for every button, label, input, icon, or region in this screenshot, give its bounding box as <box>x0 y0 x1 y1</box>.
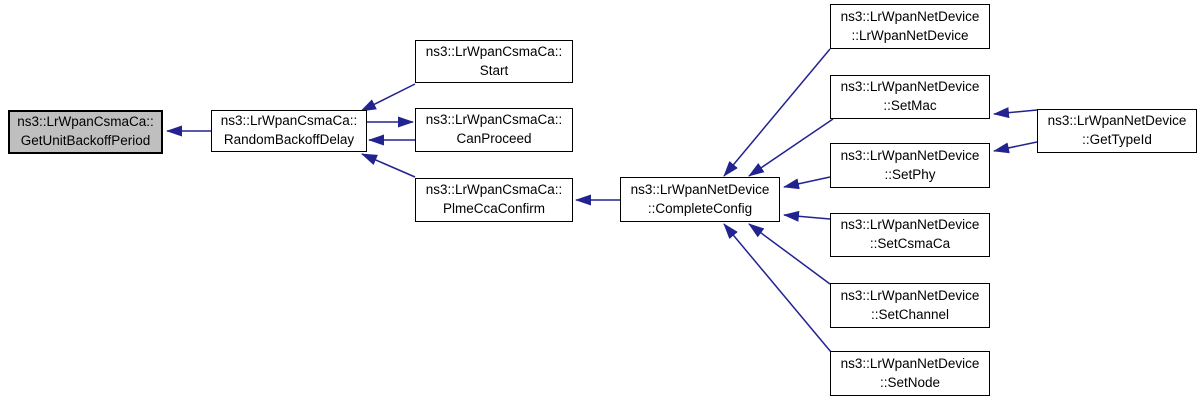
edge-start-to-randombackoffdelay <box>360 83 416 112</box>
node-label-line1: ns3::LrWpanCsmaCa:: <box>220 113 358 129</box>
node-label-line2: PlmeCcaConfirm <box>442 201 546 216</box>
node-label-line2: ::LrWpanNetDevice <box>851 27 969 43</box>
edge-lrwpannetdevice-to-completeconfig <box>723 48 831 177</box>
edge-setphy-to-completeconfig <box>783 176 831 190</box>
node-label-line1: ns3::LrWpanNetDevice <box>1047 113 1187 129</box>
node-setcsmaca[interactable]: ns3::LrWpanNetDevice ::SetCsmaCa <box>830 213 990 257</box>
node-setphy[interactable]: ns3::LrWpanNetDevice ::SetPhy <box>830 143 990 188</box>
node-label-line2: Start <box>479 62 509 78</box>
edge-setcsmaca-to-completeconfig <box>783 210 831 222</box>
edge-setnode-to-completeconfig <box>723 223 832 353</box>
node-label-line1: ns3::LrWpanCsmaCa:: <box>17 114 154 130</box>
node-label-line2: RandomBackoffDelay <box>223 132 355 147</box>
node-label-line1: ns3::LrWpanNetDevice <box>630 181 770 197</box>
node-label-line2: GetUnitBackoffPeriod <box>20 133 151 148</box>
node-getunitbackoffperiod: ns3::LrWpanCsmaCa:: GetUnitBackoffPeriod <box>8 110 163 154</box>
node-label-line1: ns3::LrWpanCsmaCa:: <box>425 112 563 128</box>
node-setchannel[interactable]: ns3::LrWpanNetDevice ::SetChannel <box>830 283 990 328</box>
node-label-line1: ns3::LrWpanNetDevice <box>840 79 980 95</box>
node-gettypeid[interactable]: ns3::LrWpanNetDevice ::GetTypeId <box>1037 109 1197 153</box>
node-label-line1: ns3::LrWpanCsmaCa:: <box>425 43 563 59</box>
node-label-line1: ns3::LrWpanNetDevice <box>840 217 980 233</box>
node-label-line1: ns3::LrWpanNetDevice <box>840 147 980 163</box>
node-completeconfig[interactable]: ns3::LrWpanNetDevice ::CompleteConfig <box>620 177 780 222</box>
node-label-line2: ::GetTypeId <box>1082 132 1152 147</box>
node-label-line2: ::SetPhy <box>884 166 936 182</box>
node-label-line2: CanProceed <box>456 131 532 146</box>
node-label-line2: ::SetNode <box>879 374 941 390</box>
node-label-line1: ns3::LrWpanNetDevice <box>840 287 980 303</box>
edge-gettypeid-to-setmac <box>993 107 1038 119</box>
node-label-line1: ns3::LrWpanCsmaCa:: <box>425 182 563 198</box>
node-plmeccaconfirm[interactable]: ns3::LrWpanCsmaCa:: PlmeCcaConfirm <box>415 178 573 222</box>
node-randombackoffdelay[interactable]: ns3::LrWpanCsmaCa:: RandomBackoffDelay <box>211 110 367 152</box>
node-setnode[interactable]: ns3::LrWpanNetDevice ::SetNode <box>830 351 990 396</box>
edge-setchannel-to-completeconfig <box>748 223 831 285</box>
node-label-line2: ::SetCsmaCa <box>869 236 951 251</box>
node-lrwpannetdevice-constructor[interactable]: ns3::LrWpanNetDevice ::LrWpanNetDevice <box>830 4 990 49</box>
node-label-line2: ::SetChannel <box>870 306 950 322</box>
node-label-line2: ::CompleteConfig <box>647 200 753 216</box>
edge-setmac-to-completeconfig <box>748 118 834 177</box>
edge-plmeccaconfirm-to-randombackoffdelay <box>361 153 416 178</box>
edge-gettypeid-to-setphy <box>993 141 1038 154</box>
node-label-line1: ns3::LrWpanNetDevice <box>840 8 980 24</box>
node-canproceed[interactable]: ns3::LrWpanCsmaCa:: CanProceed <box>415 108 573 152</box>
node-label-line1: ns3::LrWpanNetDevice <box>840 355 980 371</box>
node-setmac[interactable]: ns3::LrWpanNetDevice ::SetMac <box>830 75 990 119</box>
node-label-line2: ::SetMac <box>883 98 937 113</box>
node-start[interactable]: ns3::LrWpanCsmaCa:: Start <box>415 40 573 83</box>
